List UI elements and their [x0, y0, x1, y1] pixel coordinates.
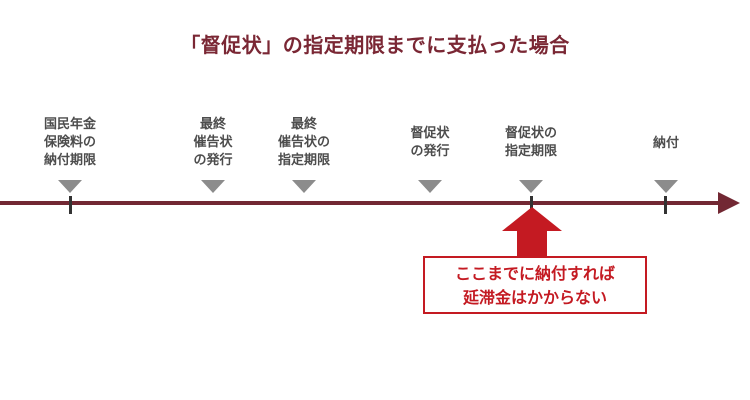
- event-label-line: 納付: [652, 136, 679, 151]
- timeline-tick: [664, 196, 667, 214]
- event-label-pension-due: 国民年金 保険料の 納付期限: [5, 116, 135, 170]
- event-label-line: 国民年金: [43, 117, 96, 132]
- event-label-line: の発行: [193, 153, 233, 168]
- triangle-marker-icon: [58, 180, 82, 193]
- timeline-tick: [530, 196, 533, 214]
- event-label-line: 指定期限: [277, 153, 330, 168]
- event-label-line: 催告状: [193, 135, 233, 150]
- timeline-axis: [0, 201, 722, 205]
- triangle-marker-icon: [292, 180, 316, 193]
- arrow-up-icon: [502, 207, 562, 231]
- triangle-marker-icon: [519, 180, 543, 193]
- event-label-line: 納付期限: [43, 153, 96, 168]
- triangle-marker-icon: [201, 180, 225, 193]
- arrow-right-icon: [718, 192, 740, 214]
- event-label-line: の発行: [410, 144, 450, 159]
- event-label-payment: 納付: [601, 135, 731, 153]
- triangle-marker-icon: [654, 180, 678, 193]
- callout-line: ここまでに納付すれば: [454, 264, 615, 283]
- arrow-up-shaft: [517, 230, 547, 256]
- event-label-line: 催告状の: [277, 135, 330, 150]
- event-label-line: 指定期限: [504, 144, 557, 159]
- event-label-demand-letter-issued: 督促状 の発行: [365, 125, 495, 161]
- event-label-line: 最終: [290, 117, 317, 132]
- event-label-demand-letter-deadline: 督促状の 指定期限: [466, 125, 596, 161]
- timeline-tick: [69, 196, 72, 214]
- event-label-line: 保険料の: [43, 135, 96, 150]
- event-label-final-notice-issued: 最終 催告状 の発行: [148, 116, 278, 170]
- triangle-marker-icon: [418, 180, 442, 193]
- event-label-line: 最終: [199, 117, 226, 132]
- page-title: 「督促状」の指定期限までに支払った場合: [180, 33, 570, 57]
- event-label-line: 督促状の: [504, 126, 557, 141]
- callout-line: 延滞金はかからない: [462, 288, 607, 307]
- event-label-line: 督促状: [410, 126, 450, 141]
- event-label-final-notice-deadline: 最終 催告状の 指定期限: [239, 116, 369, 170]
- deadline-callout-box: ここまでに納付すれば 延滞金はかからない: [423, 256, 647, 314]
